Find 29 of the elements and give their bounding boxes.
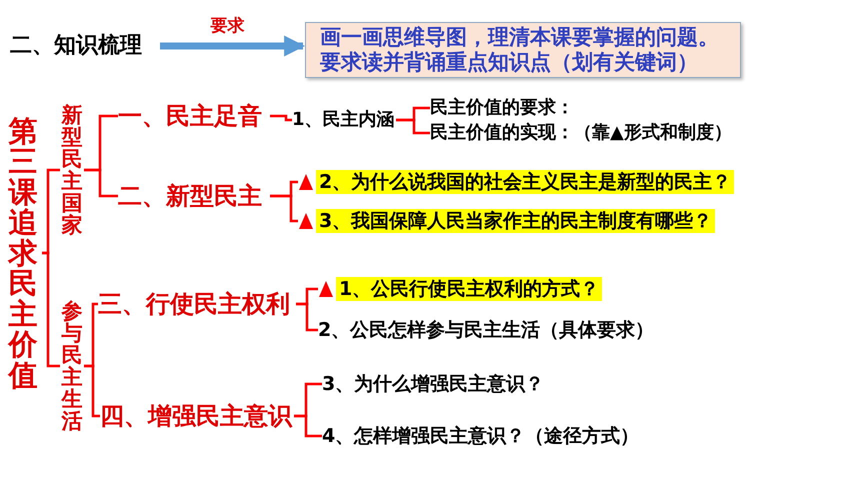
- topic-title: 一、民主足音: [118, 102, 262, 130]
- bracket-connector: [396, 118, 430, 134]
- bracket-connector: [296, 302, 318, 332]
- bracket-connector: [42, 252, 60, 368]
- edge-label: 要求: [208, 14, 246, 37]
- bracket-connector: [84, 168, 118, 198]
- unit-title: 新型民主国家: [62, 104, 82, 236]
- point-text: 民主价值的要求：: [430, 97, 574, 119]
- bracket-connector: [294, 414, 322, 438]
- unit-title: 参与民主生活: [62, 300, 82, 432]
- bracket-connector: [84, 364, 100, 418]
- bracket-connector: [270, 194, 298, 222]
- lesson-title: 第三课追求民主价值: [8, 116, 38, 390]
- question-text: 1、公民行使民主权利的方式？: [336, 276, 602, 302]
- section-heading: 二、知识梳理: [10, 32, 142, 60]
- topic-title: 二、新型民主: [118, 182, 262, 210]
- question-text: 3、为什么增强民主意识？: [322, 372, 544, 396]
- instruction-box: [305, 22, 741, 78]
- question-text: 3、我国保障人民当家作主的民主制度有哪些？: [316, 208, 716, 234]
- point-text: 民主价值的实现：（靠▲形式和制度）: [430, 122, 732, 144]
- question-text: 4、怎样增强民主意识？（途径方式）: [322, 424, 640, 448]
- topic-title: 四、增强民主意识: [100, 402, 292, 430]
- subtopic-text: 1、民主内涵: [292, 109, 395, 131]
- topic-title: 三、行使民主权利: [98, 290, 290, 318]
- question-text: 2、为什么说我国的社会主义民主是新型的民主？: [316, 170, 734, 194]
- arrow: [160, 36, 306, 56]
- instruction-text: 画一画思维导图，理清本课要掌握的问题。要求读并背诵重点知识点（划有关键词）: [320, 24, 720, 76]
- question-text: 2、公民怎样参与民主生活（具体要求）: [318, 318, 654, 342]
- bracket-connector: [270, 114, 292, 122]
